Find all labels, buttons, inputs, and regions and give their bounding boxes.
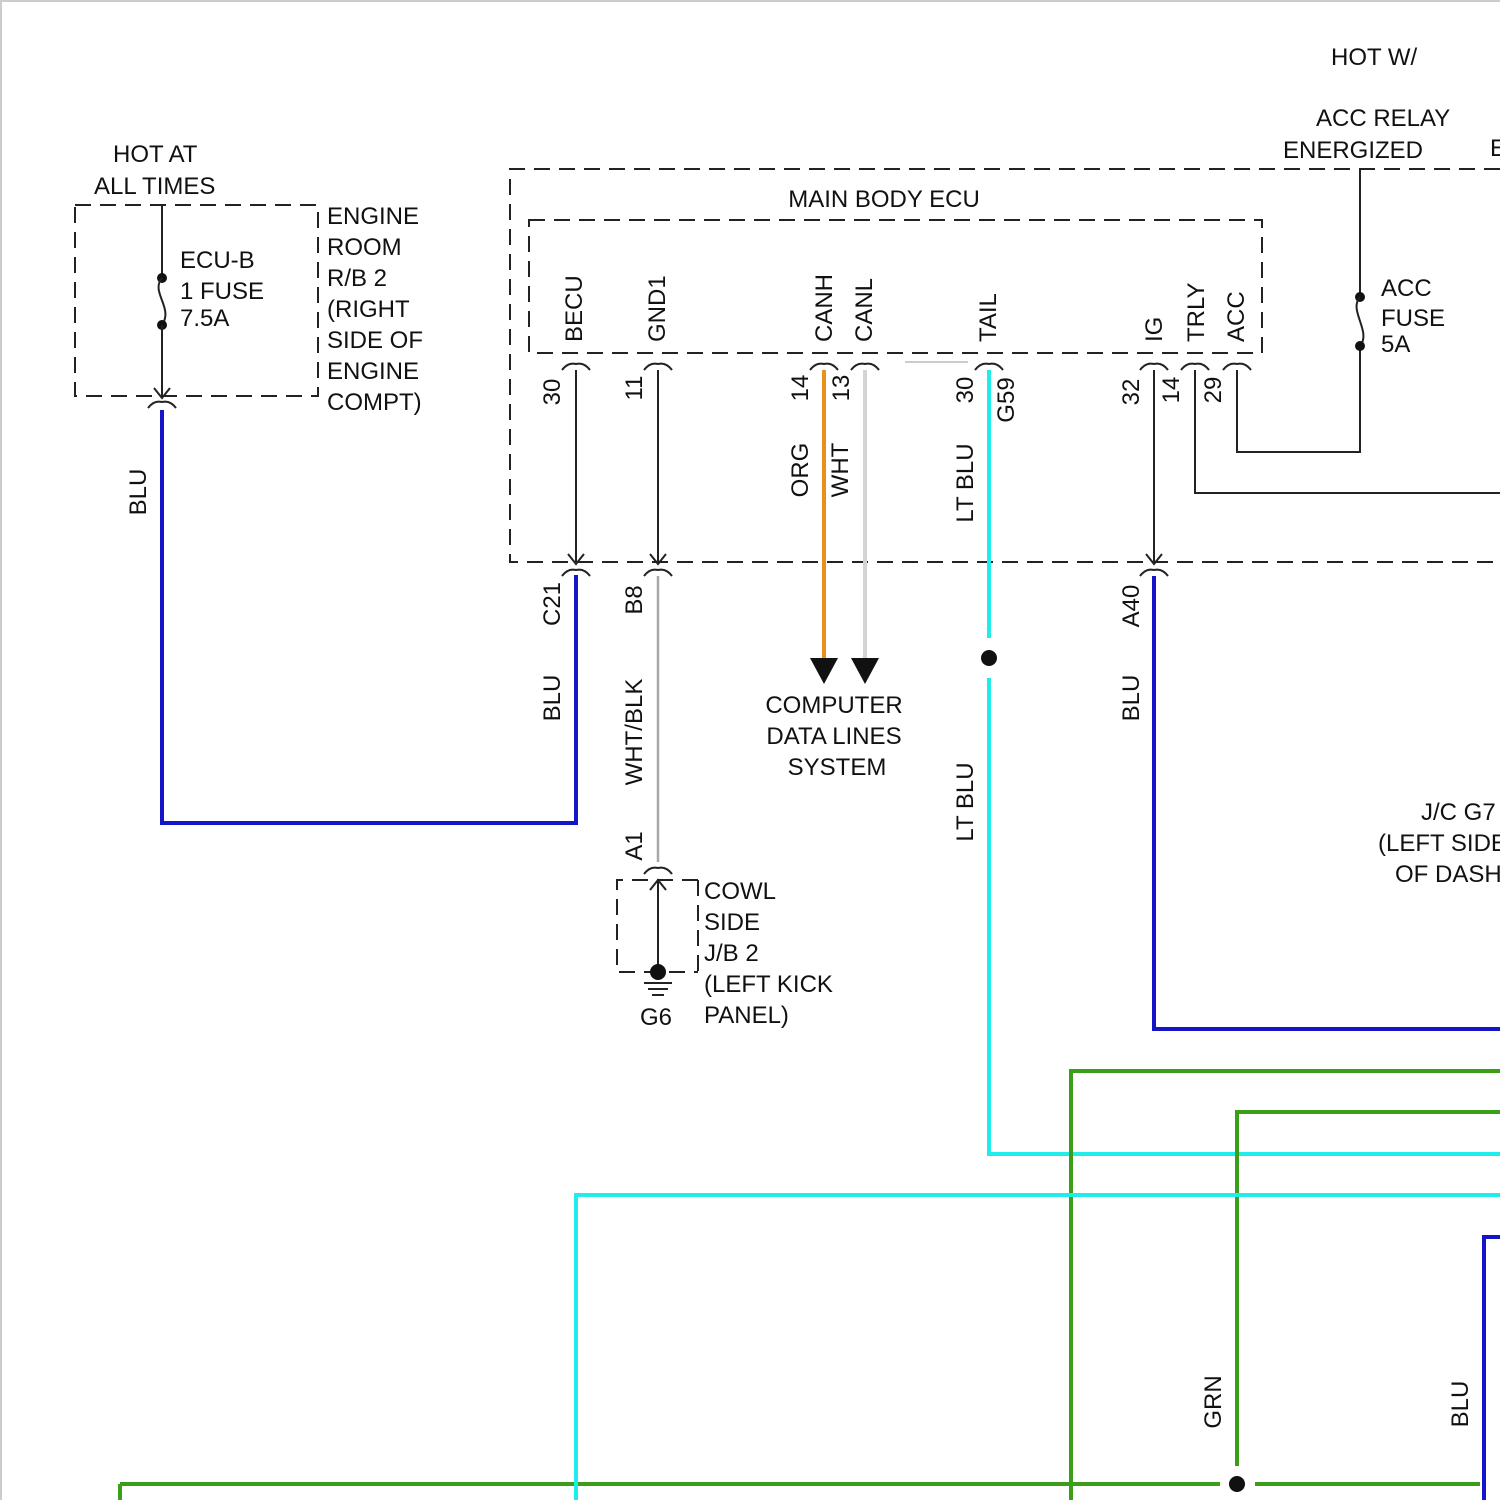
connector-arc <box>148 402 176 408</box>
arc-canl <box>851 364 879 370</box>
location-line-7: COMPT) <box>327 389 422 416</box>
location-line-1: ENGINE <box>327 203 419 230</box>
lt-blu-lower-label: LT BLU <box>952 762 979 841</box>
connector-a40: A40 <box>1118 585 1145 628</box>
blu-wire-fuse-to-c21 <box>162 410 576 823</box>
cowl-label-4: (LEFT KICK <box>704 971 833 998</box>
location-line-4: (RIGHT <box>327 296 410 323</box>
pin-number-gnd1: 11 <box>621 376 648 401</box>
lt-blu-wire-label-upper: LT BLU <box>952 443 979 522</box>
arc-trly <box>1181 364 1209 370</box>
blu-wire-label-left: BLU <box>125 469 152 516</box>
ecu-b-fuse-symbol <box>159 278 166 325</box>
fuse-rating: 7.5A <box>180 305 229 332</box>
arc-canh <box>810 364 838 370</box>
trly-wire <box>1195 370 1500 493</box>
arc-tail <box>975 364 1003 370</box>
cowl-label-5: PANEL) <box>704 1002 789 1029</box>
pin-acc: ACC <box>1223 291 1250 342</box>
lt-blu-splice-dot <box>981 650 997 666</box>
ground-splice-dot <box>650 964 666 980</box>
data-lines-label-3: SYSTEM <box>788 754 887 781</box>
blu-a40-label: BLU <box>1118 675 1145 722</box>
location-line-5: SIDE OF <box>327 327 423 354</box>
wht-wire-label: WHT <box>827 442 854 497</box>
cut-off-label: E <box>1490 135 1500 162</box>
engine-room-relay-block: HOT AT ALL TIMES ECU-B 1 FUSE 7.5A ENGIN… <box>75 141 423 416</box>
ecu-title: MAIN BODY ECU <box>788 186 980 213</box>
connector-g59: G59 <box>993 377 1020 422</box>
pin-trly: TRLY <box>1183 282 1210 342</box>
acc-relay-label-2: ENERGIZED <box>1283 137 1423 164</box>
lt-blu-wire-lower-loop <box>576 1195 1500 1500</box>
location-line-6: ENGINE <box>327 358 419 385</box>
data-lines-label-2: DATA LINES <box>766 723 901 750</box>
hot-at-all-times-label-2: ALL TIMES <box>94 173 215 200</box>
a1-arc <box>644 868 672 874</box>
grn-wire-upper <box>1071 1071 1500 1500</box>
hot-at-all-times-label-1: HOT AT <box>113 141 198 168</box>
canh-arrow <box>810 658 838 684</box>
cowl-label-2: SIDE <box>704 909 760 936</box>
main-body-ecu: MAIN BODY ECU BECU GND1 CANH CANL TAIL I… <box>510 169 1500 576</box>
pin-number-ig: 32 <box>1118 379 1145 406</box>
grn-label: GRN <box>1200 1375 1227 1428</box>
blu-c21-label: BLU <box>539 675 566 722</box>
acc-fuse: ACC FUSE 5A <box>1355 169 1445 358</box>
canl-arrow <box>851 658 879 684</box>
pin-becu: BECU <box>561 275 588 342</box>
pin-number-tail: 30 <box>952 377 979 404</box>
jc-g7-label-1: J/C G7 <box>1421 799 1496 826</box>
blu-bottom-label: BLU <box>1447 1381 1474 1428</box>
fuse-name-line-2: 1 FUSE <box>180 278 264 305</box>
location-line-3: R/B 2 <box>327 265 387 292</box>
cowl-label-3: J/B 2 <box>704 940 759 967</box>
acc-fuse-line-3: 5A <box>1381 331 1410 358</box>
pin-number-trly: 14 <box>1158 377 1185 404</box>
cowl-side-junction-block: G6 COWL SIDE J/B 2 (LEFT KICK PANEL) <box>617 868 833 1031</box>
jc-g7-label-3: OF DASH <box>1395 861 1500 888</box>
grn-splice-dot <box>1229 1476 1245 1492</box>
acc-relay-label-1: ACC RELAY <box>1316 105 1450 132</box>
hot-w-label: HOT W/ <box>1331 44 1418 71</box>
connector-c21: C21 <box>539 582 566 626</box>
jc-g7-label-2: (LEFT SIDE <box>1378 830 1500 857</box>
pin-tail: TAIL <box>975 293 1002 342</box>
fuse-name-line-1: ECU-B <box>180 247 255 274</box>
arc-ig <box>1140 364 1168 370</box>
data-lines-label-1: COMPUTER <box>765 692 902 719</box>
pin-canh: CANH <box>811 274 838 342</box>
org-wire-label: ORG <box>787 443 814 498</box>
pin-number-becu: 30 <box>539 379 566 406</box>
ground-g6-label: G6 <box>640 1004 672 1031</box>
acc-wire <box>1237 346 1360 452</box>
location-line-2: ROOM <box>327 234 402 261</box>
a40-arc <box>1140 570 1168 576</box>
b8-arc <box>644 570 672 576</box>
cowl-label-1: COWL <box>704 878 776 905</box>
pin-connector-arcs <box>562 364 1251 370</box>
arc-becu <box>562 364 590 370</box>
blu-wire-bottom-right <box>1484 1237 1500 1500</box>
pin-ig: IG <box>1141 317 1168 342</box>
pin-number-canh: 14 <box>787 375 814 402</box>
wht-blk-label: WHT/BLK <box>621 679 648 786</box>
arc-acc <box>1223 364 1251 370</box>
pin-canl: CANL <box>851 278 878 342</box>
acc-fuse-line-1: ACC <box>1381 275 1432 302</box>
pin-number-acc: 29 <box>1200 377 1227 404</box>
pin-number-canl: 13 <box>828 375 855 402</box>
acc-fuse-line-2: FUSE <box>1381 305 1445 332</box>
acc-fuse-symbol <box>1357 297 1364 346</box>
connector-b8: B8 <box>621 585 648 614</box>
connector-a1: A1 <box>621 831 648 860</box>
pin-gnd1: GND1 <box>644 275 671 342</box>
tail-lt-blu-wire-lower <box>989 678 1500 1154</box>
arc-gnd1 <box>644 364 672 370</box>
acc-fuse-terminal-bottom <box>1355 341 1365 351</box>
